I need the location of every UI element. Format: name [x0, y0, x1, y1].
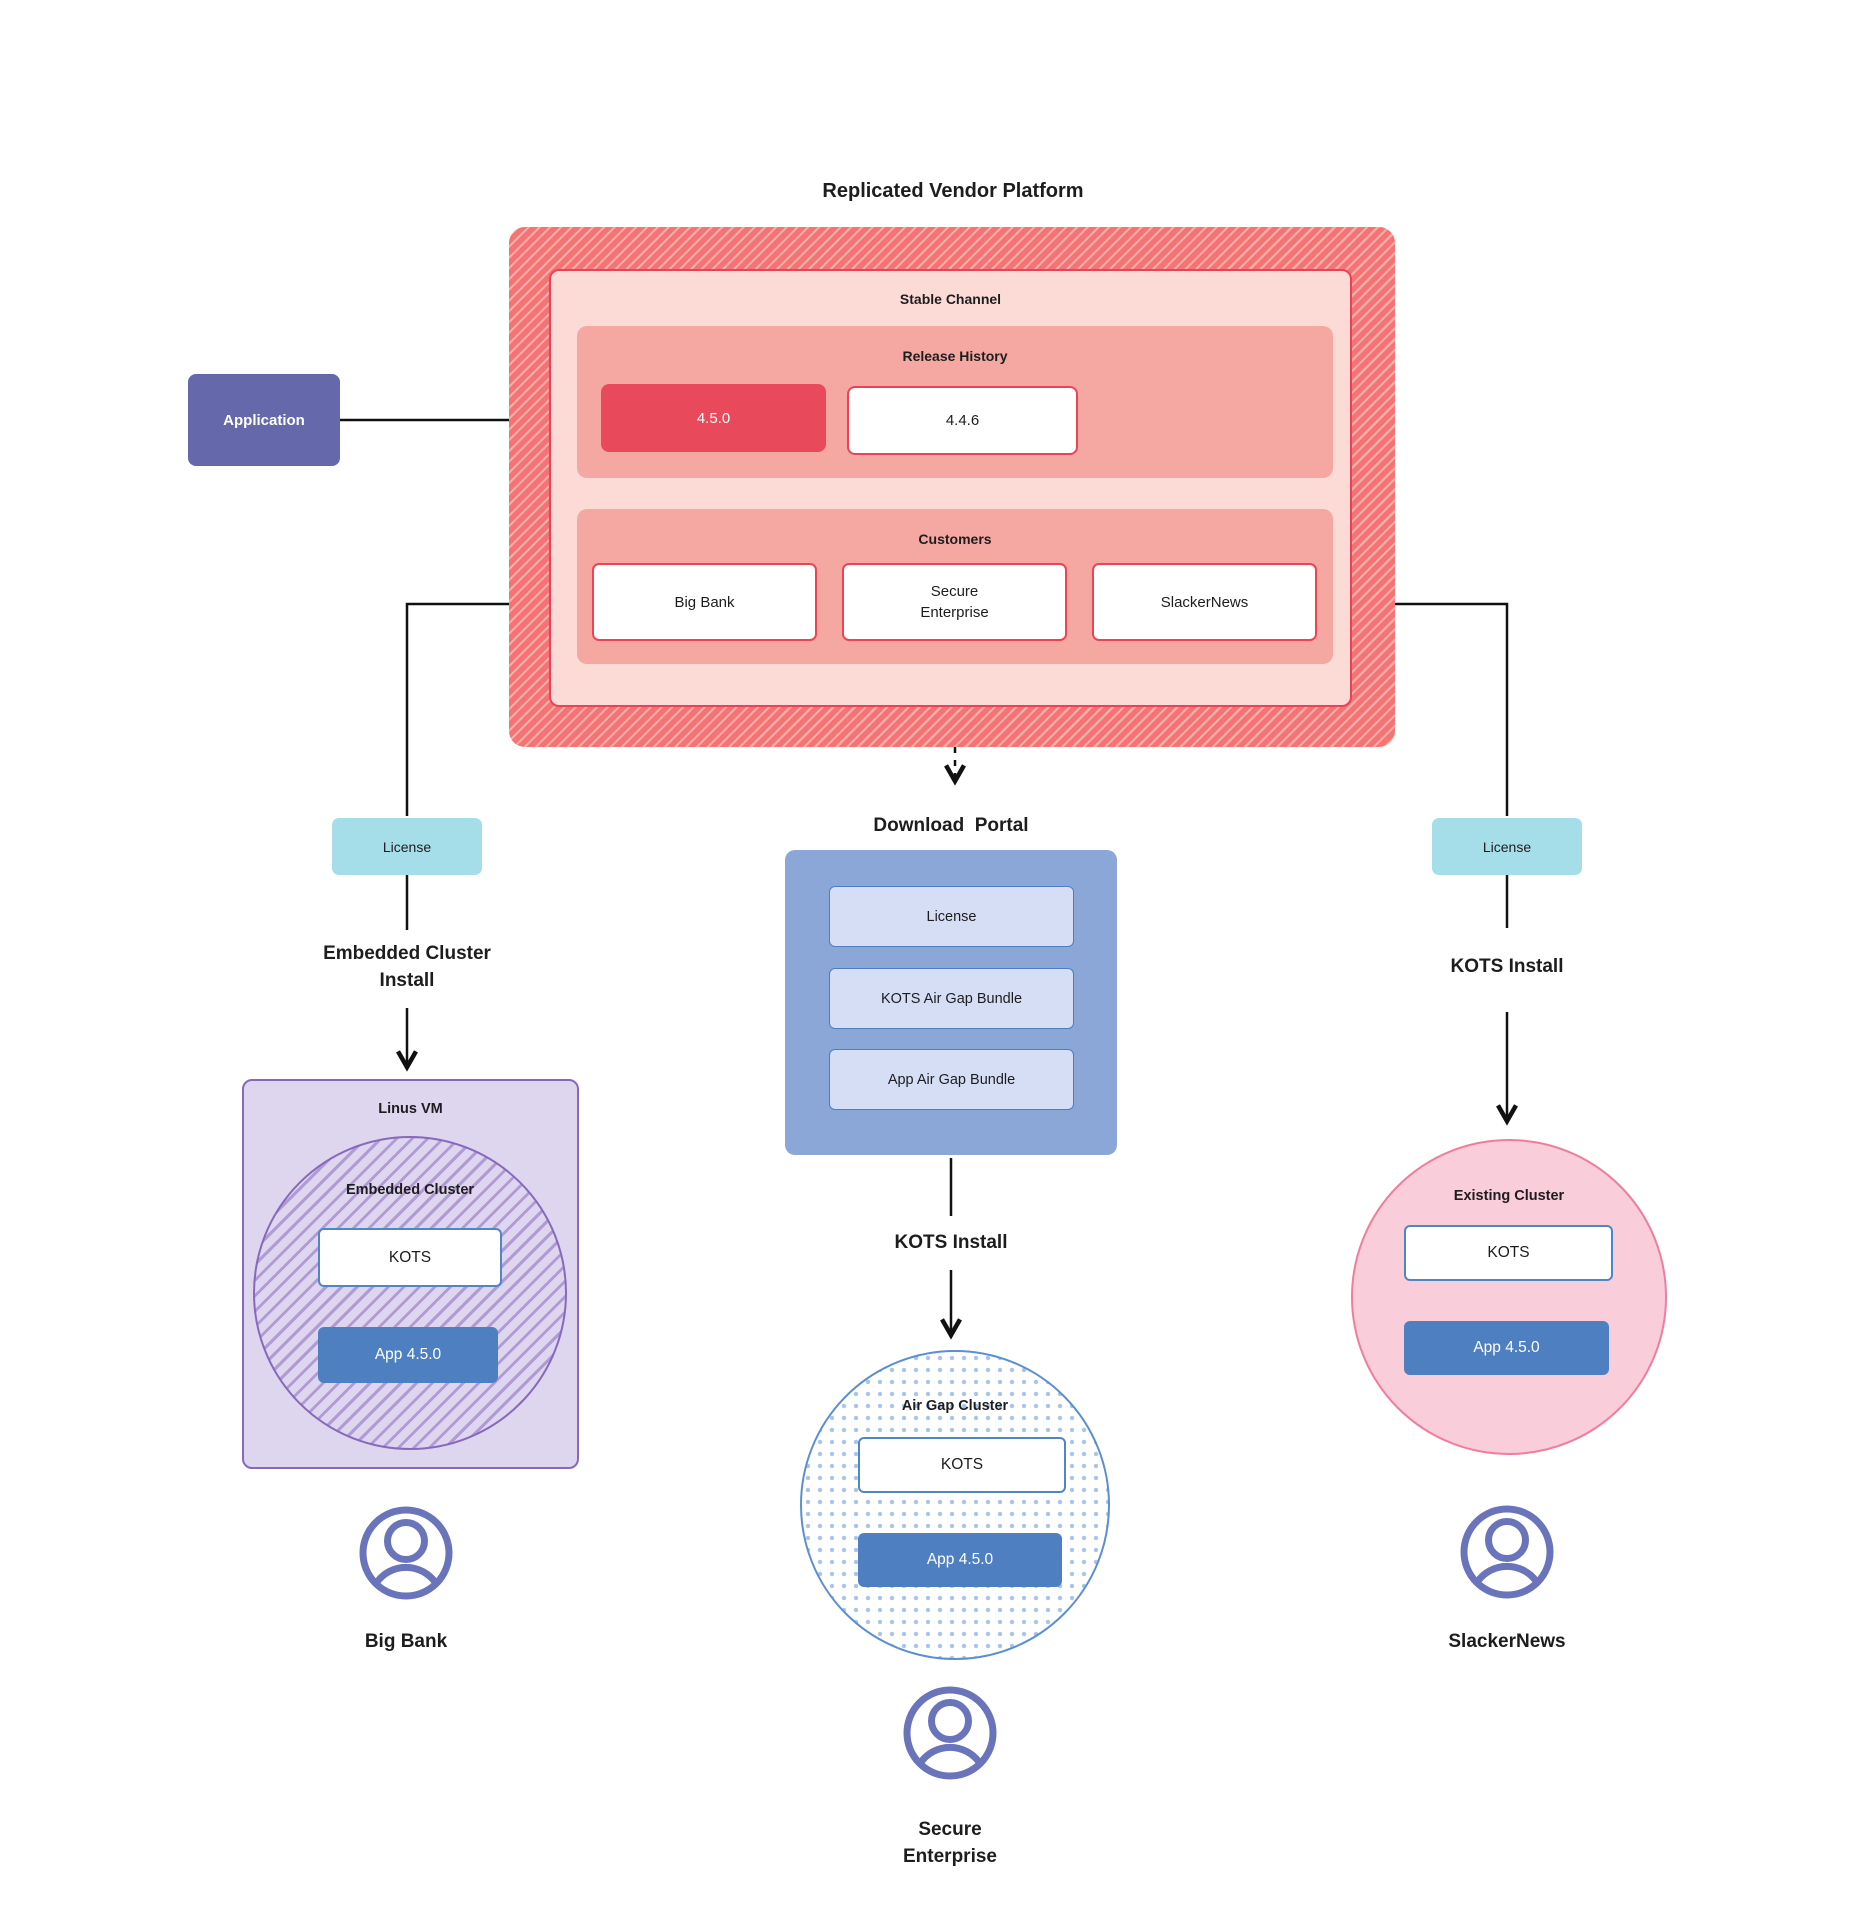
customers-box: Customers Big Bank Secure Enterprise Sla…	[577, 509, 1333, 664]
kots-node-left: KOTS	[318, 1228, 502, 1287]
persona-label-secure-enterprise: Secure Enterprise	[850, 1816, 1050, 1870]
release-history-label: Release History	[902, 348, 1008, 364]
license-pill-right: License	[1432, 818, 1582, 875]
kots-node-right: KOTS	[1404, 1225, 1613, 1281]
portal-item-kots-airgap-bundle: KOTS Air Gap Bundle	[829, 968, 1074, 1029]
customer-node-label: Big Bank	[674, 593, 735, 611]
stable-channel-label: Stable Channel	[899, 291, 1002, 307]
persona-label-slackernews: SlackerNews	[1448, 1631, 1566, 1652]
app-node-left: App 4.5.0	[318, 1327, 498, 1383]
stable-channel-box: Stable Channel Release History 4.5.0 4.4…	[549, 269, 1352, 707]
app-node-right: App 4.5.0	[1404, 1321, 1609, 1375]
application-box: Application	[188, 374, 340, 466]
embedded-cluster-install-label: Embedded Cluster Install	[323, 943, 491, 991]
portal-item-license: License	[829, 886, 1074, 947]
embedded-cluster-circle: Embedded Cluster	[253, 1136, 567, 1450]
customer-node-secure-enterprise: Secure Enterprise	[842, 563, 1067, 641]
kots-install-label-right: KOTS Install	[1450, 956, 1564, 977]
customer-node-slackernews: SlackerNews	[1092, 563, 1317, 641]
persona-label-big-bank: Big Bank	[364, 1631, 448, 1652]
existing-cluster-label: Existing Cluster	[1453, 1188, 1565, 1204]
user-icon-slackernews	[1460, 1505, 1554, 1599]
air-gap-cluster-label: Air Gap Cluster	[901, 1398, 1009, 1414]
replicated-vendor-platform-box: Stable Channel Release History 4.5.0 4.4…	[509, 227, 1395, 747]
user-icon-secure-enterprise	[903, 1686, 997, 1780]
release-node-446: 4.4.6	[847, 386, 1078, 455]
air-gap-cluster-circle: Air Gap Cluster	[800, 1350, 1110, 1660]
download-portal-title: Download Portal	[873, 815, 1029, 836]
page-title: Replicated Vendor Platform	[822, 180, 1084, 202]
download-portal-box: License KOTS Air Gap Bundle App Air Gap …	[785, 850, 1117, 1155]
app-node-middle: App 4.5.0	[858, 1533, 1062, 1587]
customer-node-label: SlackerNews	[1160, 593, 1249, 611]
license-pill-left: License	[332, 818, 482, 875]
customer-node-big-bank: Big Bank	[592, 563, 817, 641]
portal-item-app-airgap-bundle: App Air Gap Bundle	[829, 1049, 1074, 1110]
kots-node-middle: KOTS	[858, 1437, 1066, 1493]
linus-vm-label: Linus VM	[378, 1101, 443, 1117]
customer-node-label: Secure Enterprise	[920, 583, 989, 621]
kots-install-label-middle: KOTS Install	[894, 1232, 1008, 1253]
embedded-cluster-label: Embedded Cluster	[345, 1182, 475, 1198]
customers-label: Customers	[918, 531, 992, 547]
persona-label-text: Secure Enterprise	[903, 1819, 997, 1867]
user-icon-big-bank	[359, 1506, 453, 1600]
release-node-450: 4.5.0	[601, 384, 826, 452]
release-history-box: Release History 4.5.0 4.4.6	[577, 326, 1333, 478]
existing-cluster-circle: Existing Cluster	[1351, 1139, 1667, 1455]
